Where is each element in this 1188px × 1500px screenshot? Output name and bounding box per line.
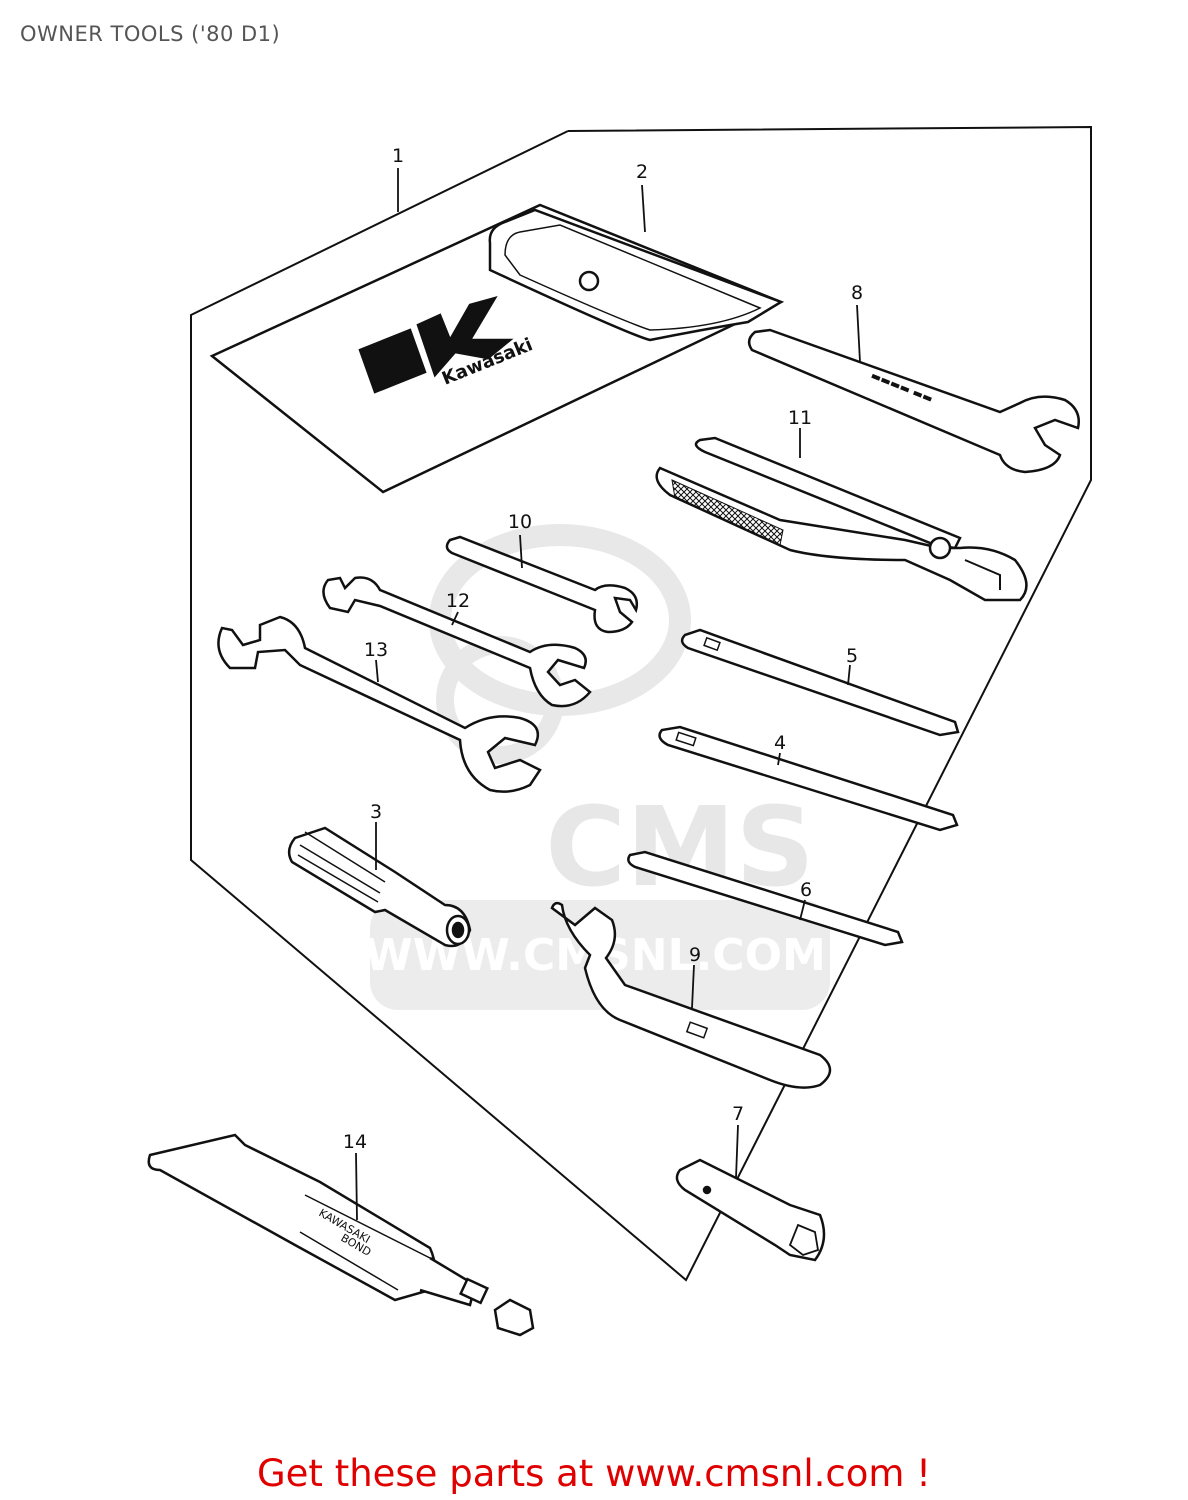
- callout-12: 12: [446, 590, 470, 612]
- callout-4: 4: [774, 732, 786, 754]
- footer-promo-link[interactable]: Get these parts at www.cmsnl.com !: [256, 1452, 931, 1495]
- callout-11: 11: [788, 407, 812, 429]
- screwdriver-6: [627, 850, 904, 947]
- callout-13: 13: [364, 639, 388, 661]
- watermark-logo: CMS: [545, 783, 814, 911]
- parts-diagram: CMS WWW.CMSNL.COM Kawasaki ▬▬▬▬ ▬▬: [147, 125, 1092, 1337]
- double-open-end-wrench-12: [322, 576, 592, 708]
- callout-leaders: [355, 168, 861, 1221]
- callout-5: 5: [846, 645, 858, 667]
- open-end-wrench-8: ▬▬▬▬ ▬▬: [747, 328, 1080, 474]
- callout-2: 2: [636, 161, 648, 183]
- callout-3: 3: [370, 801, 382, 823]
- callouts: 1 2 3 4 5 6 7 8 9 10 11 12 13 14: [343, 145, 863, 1153]
- tool-bag: Kawasaki: [209, 203, 785, 494]
- callout-9: 9: [689, 944, 701, 966]
- hook-spanner-9: [550, 901, 832, 1089]
- spark-plug-wrench-7: [675, 1158, 826, 1262]
- callout-1: 1: [392, 145, 404, 167]
- callout-14: 14: [343, 1131, 367, 1153]
- socket-handle-3: [287, 826, 472, 948]
- kit-outline: [190, 125, 1092, 1282]
- callout-10: 10: [508, 511, 532, 533]
- page-title: OWNER TOOLS ('80 D1): [20, 22, 281, 46]
- pliers-11: [655, 436, 1028, 602]
- screwdriver-5: [680, 628, 960, 737]
- callout-8: 8: [851, 282, 863, 304]
- callout-7: 7: [732, 1103, 744, 1125]
- callout-6: 6: [800, 879, 812, 901]
- screwdriver-4: [658, 725, 959, 832]
- bond-tube-14: KAWASAKI BOND: [147, 1133, 535, 1337]
- open-end-wrench-10: [445, 535, 639, 634]
- double-open-end-wrench-13: [217, 615, 542, 793]
